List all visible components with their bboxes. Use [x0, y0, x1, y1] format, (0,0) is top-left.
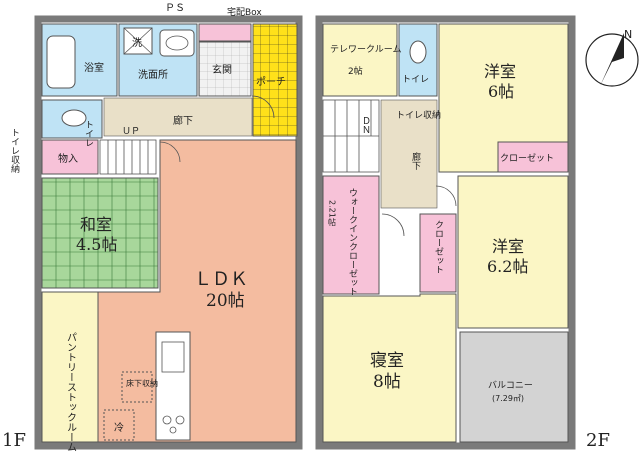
door-arc-western-2 — [435, 185, 457, 207]
room-washitsu — [41, 177, 159, 289]
label-wic: ウォークインクローゼット — [347, 188, 358, 296]
sink-icon — [159, 29, 195, 57]
label-floor-1f: 1F — [2, 430, 26, 451]
label-porch: ポーチ — [256, 76, 286, 88]
closet-2 — [419, 213, 457, 293]
label-toilet-2f: トイレ — [402, 75, 429, 85]
label-bath: 浴室 — [84, 61, 104, 74]
hallway-1f — [103, 97, 253, 137]
compass: N — [585, 28, 639, 87]
label-ldk: ＬＤＫ — [194, 269, 248, 290]
bathtub-icon — [46, 35, 76, 89]
toilet-icon-1f — [61, 109, 87, 127]
balcony-area — [459, 331, 569, 443]
label-underfloor: 床下収納 — [126, 378, 158, 388]
room-telework — [322, 23, 398, 97]
room-entrance — [198, 41, 252, 97]
closet-1 — [497, 141, 569, 173]
label-balcony: バルコニー — [488, 380, 533, 391]
label-closet-2: クローゼット — [433, 220, 444, 274]
label-up: ＵＰ — [122, 127, 140, 137]
compass-ring — [585, 33, 639, 87]
room-western-2 — [457, 175, 569, 329]
stove-burner-icon-3 — [169, 426, 177, 434]
fridge-space — [103, 409, 135, 441]
stairs-1f — [99, 139, 157, 175]
shoe-storage — [198, 23, 252, 42]
label-dn: ＤＮ — [360, 116, 370, 134]
label-hallway-1f: 廊下 — [173, 114, 193, 127]
label-telework-size: 2帖 — [348, 65, 363, 77]
label-western-1-size: 6帖 — [488, 82, 514, 101]
washing-machine-cross — [123, 27, 153, 55]
room-pantry — [41, 291, 99, 443]
label-storage: 物入 — [58, 152, 78, 165]
stove-burner-icon — [162, 415, 172, 425]
porch-area — [252, 23, 298, 137]
label-western-2: 洋室 — [492, 237, 524, 256]
label-hood: 冷 — [114, 421, 124, 434]
label-hallway-2f: 廊下 — [410, 151, 421, 171]
door-arc-entrance — [251, 95, 275, 119]
compass-arrow-icon — [600, 33, 624, 86]
toilet-icon-2f — [409, 40, 427, 64]
label-wic-size: 2.21帖 — [328, 200, 337, 227]
label-bedroom: 寝室 — [370, 350, 404, 371]
label-entrance: 玄関 — [212, 63, 232, 76]
label-closet-1: クローゼット — [500, 152, 554, 164]
label-floor-2f: 2F — [586, 430, 610, 451]
label-bedroom-size: 8帖 — [373, 372, 401, 392]
label-washitsu: 和室 — [80, 215, 112, 234]
label-toilet-storage-2f: トイレ収納 — [396, 109, 441, 121]
kitchen-sink-icon — [161, 341, 185, 373]
label-washroom: 洗面所 — [138, 69, 168, 81]
compass-n-label: N — [624, 28, 632, 41]
sink-basin-icon — [165, 35, 189, 51]
room-toilet-1f — [41, 99, 103, 139]
underfloor-storage — [121, 371, 153, 403]
label-ps: ＰＳ — [165, 3, 185, 14]
label-telework: テレワークルーム — [330, 44, 401, 55]
label-washitsu-size: 4.5帖 — [76, 235, 117, 254]
label-toilet-1f: トイレ — [83, 120, 94, 147]
floor-1f: ＰＳ 宅配Box 浴室 洗 洗面所 玄関 ポーチ トイレ ＵＰ 廊下 トイレ収納… — [2, 3, 303, 452]
label-ldk-size: 20帖 — [206, 291, 245, 311]
room-wic — [322, 175, 380, 295]
label-pantry: パントリーストックルーム — [65, 332, 77, 452]
label-delivery-box: 宅配Box — [227, 6, 262, 18]
floor-2f: テレワークルーム 2帖 トイレ ＤＮ トイレ収納 廊下 洋室 6帖 クローゼット… — [315, 15, 610, 451]
room-bedroom — [322, 293, 457, 443]
label-western-1: 洋室 — [484, 62, 516, 81]
door-arc-bedroom — [381, 213, 405, 237]
label-laundry-mark: 洗 — [132, 37, 142, 49]
room-storage — [41, 139, 99, 175]
wall-2f-outer — [315, 15, 576, 450]
hallway-2f — [380, 99, 438, 209]
label-balcony-size: (7.29㎡) — [492, 394, 524, 403]
stairs-2f — [322, 99, 380, 173]
label-toilet-storage-1f: トイレ収納 — [9, 128, 20, 174]
stove-burner-icon-2 — [175, 415, 185, 425]
door-arc-ldk — [159, 141, 181, 163]
wall-1f-outer — [34, 15, 303, 450]
label-western-2-size: 6.2帖 — [487, 257, 528, 276]
